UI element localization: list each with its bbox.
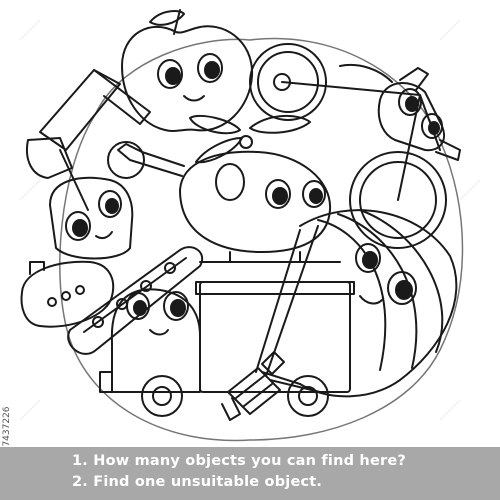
submarine-porthole-1 [47, 297, 57, 307]
truck-cab [110, 288, 201, 393]
excavator-wheel-1 [92, 316, 104, 328]
airplane-pupil-right [428, 121, 440, 135]
bicycle-wheel-back [349, 151, 447, 249]
helicopter-rotor-right [249, 114, 311, 134]
truck-cargo-lid [195, 281, 355, 295]
helicopter-rotor-hub [239, 135, 253, 149]
excavator-pupil-left [72, 219, 88, 237]
submarine-body [20, 260, 115, 328]
balloon-stripe-3 [359, 209, 444, 353]
excavator-eye-left [65, 211, 91, 241]
truck-eye-left [126, 292, 150, 320]
airplane[interactable] [377, 67, 461, 161]
truck-pupil-left [133, 300, 147, 316]
excavator-bucket [26, 137, 73, 179]
helicopter-eye-left [265, 179, 291, 209]
balloon-stripe-2 [337, 213, 418, 369]
airplane-pupil-left [405, 96, 419, 112]
apple-eye-left [157, 59, 183, 89]
apple[interactable] [121, 9, 254, 132]
helicopter-tail [117, 143, 185, 177]
helicopter[interactable] [107, 114, 341, 263]
balloon-weights [221, 397, 241, 421]
balloon-basket [227, 367, 281, 415]
airplane-eye-left [398, 88, 422, 116]
submarine-porthole-3 [75, 285, 85, 295]
apple-stem [173, 9, 181, 35]
balloon-ropes [255, 225, 321, 393]
watermark-pattern [19, 19, 481, 421]
apple-body [121, 25, 254, 132]
cluster-outline [59, 37, 464, 442]
excavator-eye-right [98, 190, 122, 218]
task-bar [0, 447, 500, 500]
truck-smile [149, 329, 169, 336]
helicopter-eye-right [302, 180, 326, 208]
apple-smile [183, 95, 205, 102]
truck-wheel-back-hub [298, 386, 318, 406]
task-unsuitable-object: 2. Find one unsuitable object. [72, 474, 323, 490]
excavator-arm-joint [93, 69, 151, 125]
balloon-basket-weave [235, 375, 273, 407]
balloon-pupil-left [362, 251, 378, 269]
excavator-wheel-3 [140, 280, 152, 292]
bicycle-handlebar [339, 64, 393, 83]
apple-pupil-right [204, 61, 220, 79]
helicopter-rotor-back [195, 137, 243, 164]
excavator-smile [95, 231, 113, 240]
task-count-objects: 1. How many objects you can find here? [72, 453, 406, 469]
submarine-tower [29, 261, 45, 275]
airplane-tail [435, 139, 461, 161]
helicopter-tail-rotor [107, 141, 145, 179]
excavator-track [67, 246, 203, 355]
helicopter-window [215, 163, 245, 201]
balloon-pupil-right [395, 280, 413, 300]
balloon-eye-left [355, 243, 381, 273]
airplane-eye-right [421, 113, 443, 139]
balloon-envelope [299, 209, 458, 398]
airplane-wing-top [399, 67, 429, 91]
truck[interactable] [99, 281, 355, 417]
balloon-eye-right [387, 271, 417, 305]
truck-eye-right [163, 291, 189, 321]
truck-wheel-back [287, 375, 329, 417]
excavator-track-inner [83, 257, 187, 333]
truck-wheel-front [141, 375, 183, 417]
balloon-smile [359, 295, 383, 305]
excavator-wheel-4 [164, 262, 176, 274]
apple-leaf [149, 10, 185, 26]
apple-pupil-left [165, 67, 181, 85]
helicopter-pupil-right [309, 188, 323, 204]
truck-pupil-right [170, 299, 186, 317]
bicycle-wheel-back-inner [359, 161, 437, 239]
truck-bumper [99, 371, 113, 393]
submarine[interactable] [20, 260, 115, 328]
balloon-burner [261, 351, 285, 375]
excavator-pupil-right [105, 198, 119, 214]
helicopter-cabin [179, 150, 332, 253]
helicopter-rotor-left [189, 114, 241, 135]
helicopter-skid [199, 251, 341, 263]
excavator[interactable] [26, 69, 203, 355]
bicycle-wheel-front-inner [257, 51, 319, 113]
excavator-cab [49, 176, 134, 260]
excavator-arm [39, 69, 121, 151]
apple-eye-right [197, 53, 223, 83]
submarine-porthole-2 [61, 291, 71, 301]
bicycle-wheel-front [249, 43, 327, 121]
hot-air-balloon[interactable] [221, 209, 458, 421]
helicopter-pupil-left [272, 187, 288, 205]
truck-wheel-front-hub [152, 386, 172, 406]
